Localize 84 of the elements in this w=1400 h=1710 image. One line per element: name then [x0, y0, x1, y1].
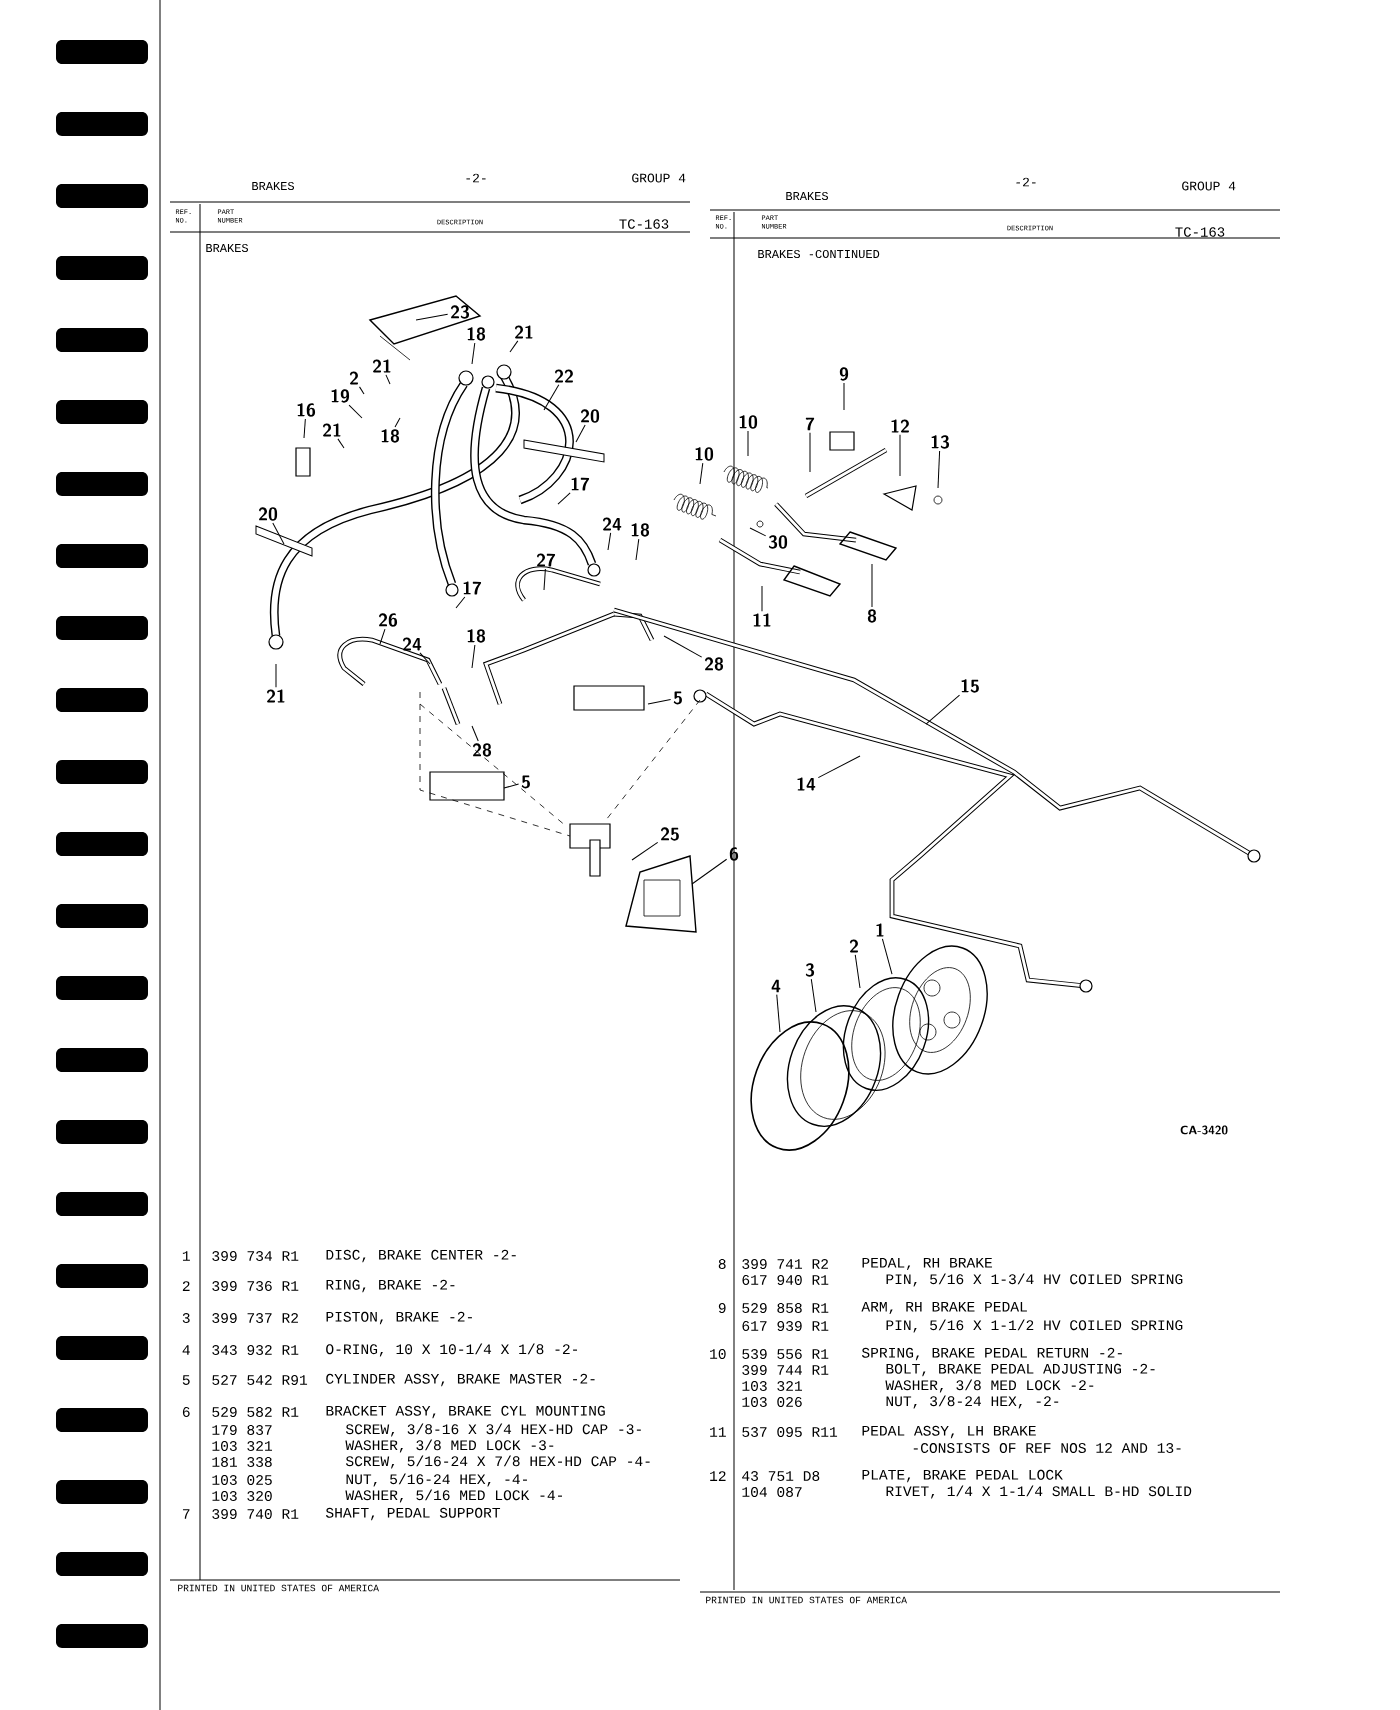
leader-line [747, 430, 749, 457]
callout-number: 17 [571, 477, 590, 491]
callout-number: 16 [297, 403, 316, 417]
callout-number: 19 [331, 389, 350, 403]
leader-line [455, 596, 466, 609]
callout-number: 21 [372, 359, 391, 373]
callout-number: 21 [322, 423, 341, 437]
callout-number: 26 [378, 613, 398, 627]
callout-number: 21 [514, 325, 533, 339]
callout-number: 20 [258, 507, 278, 521]
callout-number: 2 [349, 371, 358, 385]
callout-number: 5 [673, 691, 682, 705]
callout-number: 10 [695, 447, 714, 461]
leader-line [471, 725, 479, 742]
leader-line [394, 417, 401, 428]
callout-number: 6 [729, 847, 739, 861]
leader-line [663, 635, 703, 658]
leader-line [691, 858, 728, 885]
callout-number: 3 [805, 963, 815, 977]
callout-number: 25 [660, 827, 679, 841]
leader-line [379, 628, 386, 645]
leader-line [854, 954, 861, 989]
leader-line [809, 432, 811, 473]
leader-line [509, 340, 519, 353]
callout-number: 28 [472, 743, 492, 757]
leader-line [749, 527, 767, 537]
callout-number: 24 [602, 517, 622, 531]
leader-line [275, 663, 277, 688]
leader-line [937, 450, 941, 489]
leader-line [699, 462, 704, 485]
callout-number: 11 [753, 613, 771, 627]
leader-line [419, 652, 431, 665]
callout-number: 1 [876, 923, 884, 937]
leader-line [348, 404, 363, 419]
callout-number: 22 [554, 369, 573, 383]
leader-line [631, 841, 659, 861]
leader-line [925, 694, 961, 725]
leader-line [817, 755, 861, 779]
leader-line [471, 644, 476, 669]
callout-number: 7 [805, 417, 815, 431]
callout-number: 18 [467, 629, 486, 643]
leader-line [575, 424, 586, 443]
callout-number: 27 [536, 553, 556, 567]
leader-line [557, 492, 571, 505]
leader-line [503, 783, 520, 789]
callout-number: 17 [463, 581, 482, 595]
callout-number: 10 [739, 415, 758, 429]
leader-line [761, 585, 763, 612]
callout-number: 30 [768, 535, 788, 549]
callout-number: 21 [266, 689, 285, 703]
callout-number: 23 [450, 305, 470, 319]
leader-line [871, 563, 873, 608]
callout-number: 12 [891, 419, 909, 433]
leader-line [543, 568, 546, 591]
leader-line [810, 978, 817, 1013]
callout-number: 28 [704, 657, 724, 671]
leader-line [635, 538, 640, 561]
callout-number: 20 [580, 409, 600, 423]
leader-line [272, 522, 285, 545]
callout-number: 24 [402, 637, 422, 651]
leader-line [843, 382, 845, 411]
leader-line [337, 438, 345, 449]
leader-line [881, 938, 893, 975]
leader-line [471, 342, 476, 365]
callout-number: 9 [839, 367, 849, 381]
leader-line [607, 532, 612, 551]
callout-number: 18 [381, 429, 400, 443]
leader-line [647, 699, 672, 705]
callout-number: 2 [849, 939, 858, 953]
callout-number: 15 [961, 679, 979, 693]
callout-number: 18 [631, 523, 650, 537]
callout-number: 4 [771, 979, 781, 993]
callout-number: 14 [797, 777, 816, 791]
callout-number: 8 [867, 609, 877, 623]
leader-line [543, 384, 560, 411]
callout-number: 5 [521, 775, 530, 789]
callout-number: 13 [931, 435, 950, 449]
leader-line [415, 313, 449, 321]
leader-line [385, 374, 391, 385]
leader-line [776, 994, 781, 1033]
leader-line [899, 434, 901, 477]
callout-number: 18 [467, 327, 486, 341]
leader-line [303, 418, 306, 439]
leader-line [359, 386, 365, 395]
